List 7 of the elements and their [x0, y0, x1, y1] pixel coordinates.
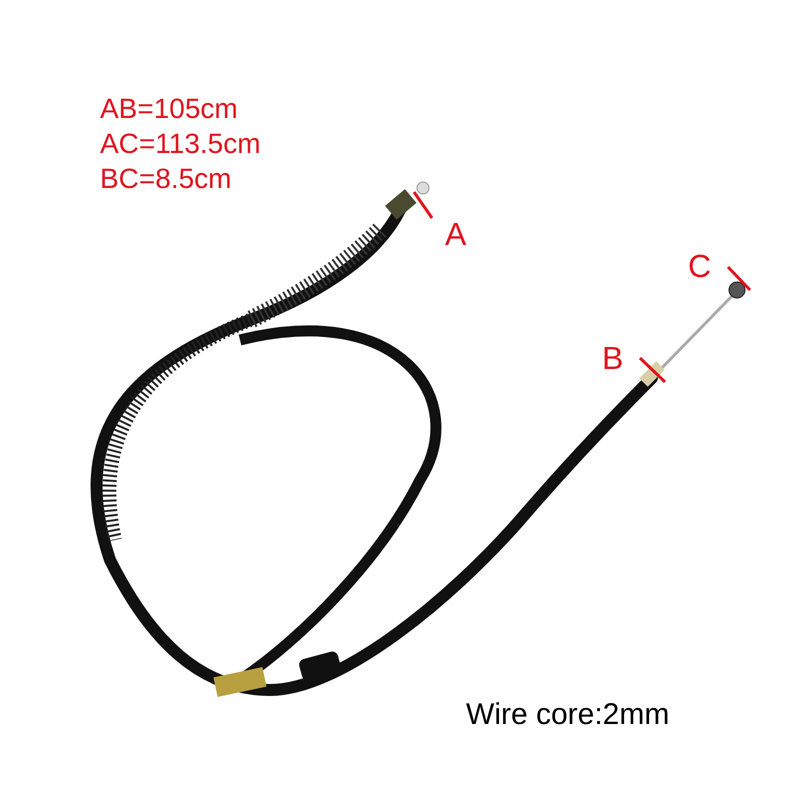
point-label: C — [688, 250, 712, 282]
dimension-text: AC=113.5cm — [100, 130, 261, 158]
dimension-text: AB=105cm — [100, 95, 238, 123]
point-label: B — [602, 342, 624, 374]
point-label: A — [445, 218, 466, 250]
dimension-text: BC=8.5cm — [100, 165, 232, 193]
spec-text: Wire core:2mm — [466, 700, 670, 730]
